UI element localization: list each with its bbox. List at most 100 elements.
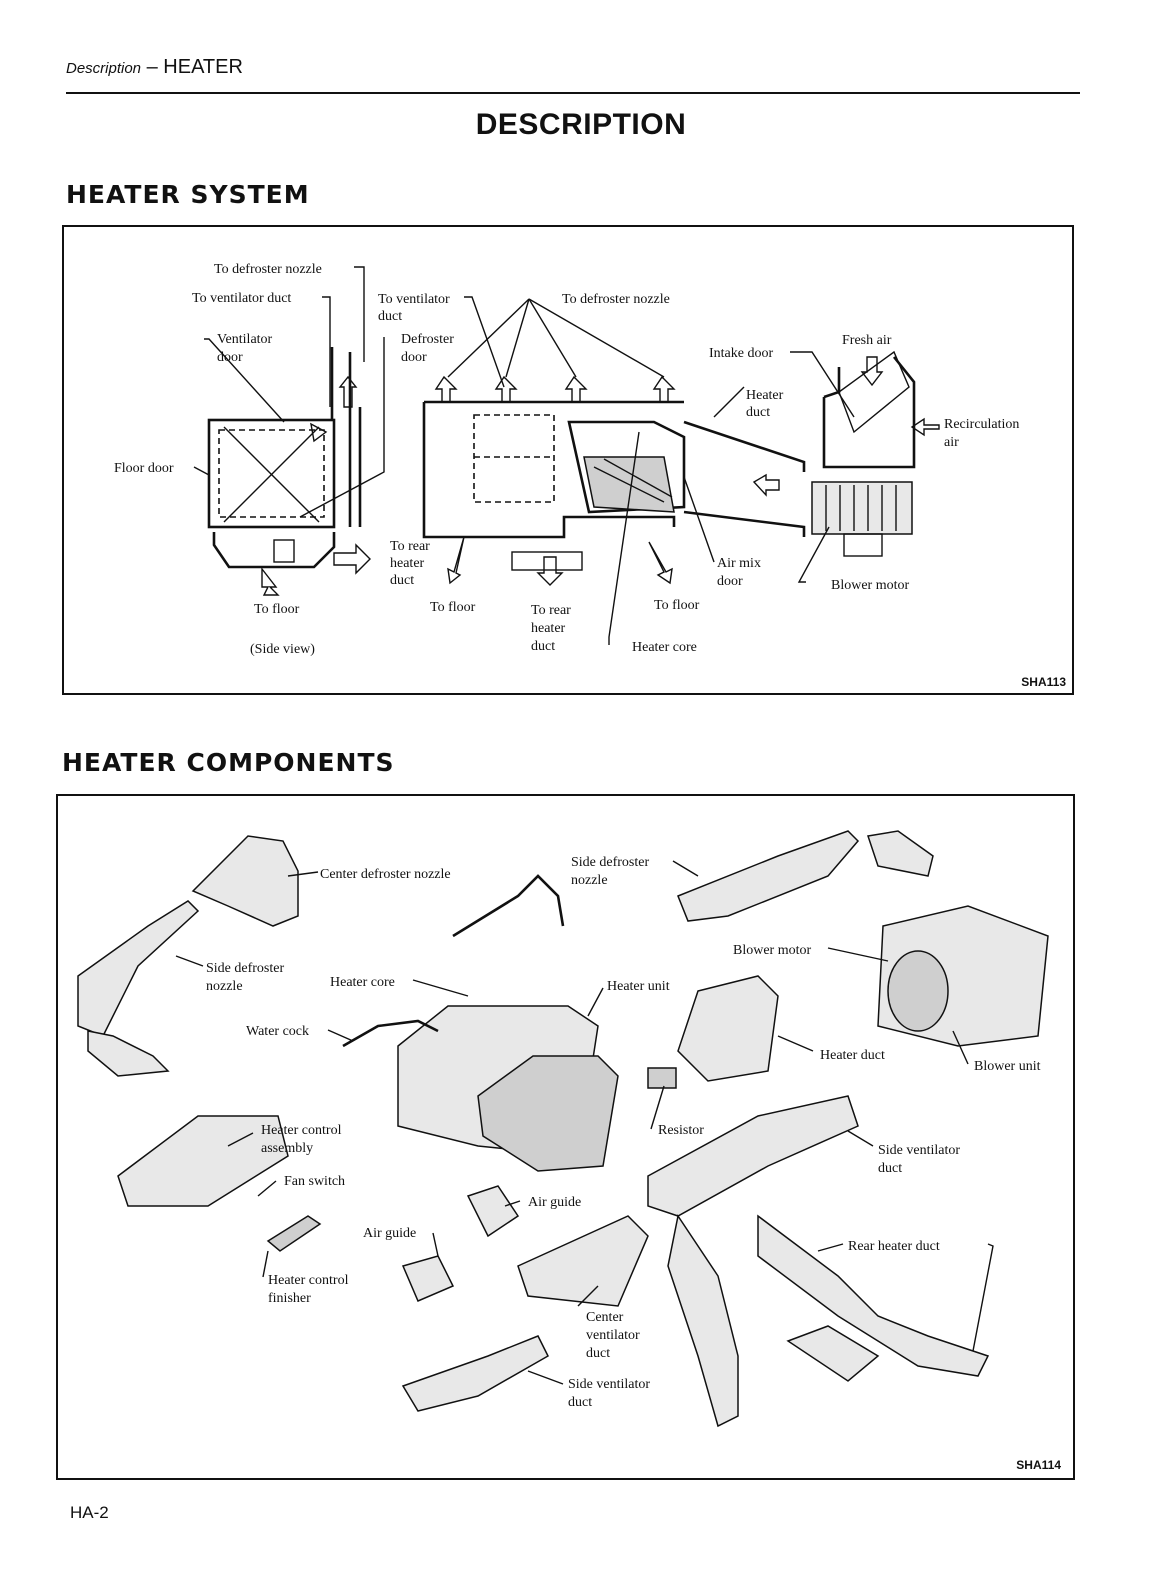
- label-to-ventilator-center-2: duct: [378, 309, 402, 324]
- label-defroster-door-1: Defroster: [401, 332, 454, 347]
- rear-heater-duct-shape: [757, 1214, 990, 1377]
- page-title: DESCRIPTION: [475, 108, 687, 141]
- heater-system-labels: To defroster nozzle To ventilator duct V…: [114, 262, 1019, 657]
- section-header-separator: –: [141, 56, 164, 78]
- small-nozzle-right-shape: [867, 830, 934, 877]
- label-to-rear-heater-duct-center-3: duct: [531, 639, 555, 654]
- label-heater-unit: Heater unit: [607, 979, 670, 994]
- heater-system-leaders: [193, 266, 855, 645]
- section-header: Description – HEATER: [66, 56, 243, 79]
- air-guide-upper-shape: [466, 1185, 520, 1238]
- label-to-floor-left: To floor: [254, 602, 300, 617]
- label-side-ventilator-duct-right-1: Side ventilator: [878, 1143, 960, 1158]
- component-shapes: [77, 830, 1049, 1428]
- heater-system-figure: To defroster nozzle To ventilator duct V…: [62, 225, 1074, 695]
- heater-system-title: HEATER SYSTEM: [66, 180, 310, 209]
- heater-unit-front-shape: [477, 1055, 619, 1172]
- center-ventilator-duct-shape: [517, 1215, 649, 1307]
- label-heater-duct-2: duct: [746, 405, 770, 420]
- side-ventilator-duct-right-shape: [647, 1095, 859, 1217]
- label-side-ventilator-duct-bottom-1: Side ventilator: [568, 1377, 650, 1392]
- label-air-guide-2: Air guide: [363, 1226, 416, 1241]
- rear-heater-duct-outlet-shape: [786, 1325, 880, 1382]
- header-rule: [66, 92, 1080, 94]
- label-to-rear-heater-duct-center-2: heater: [531, 621, 566, 636]
- label-to-floor-center: To floor: [430, 600, 476, 615]
- label-to-defroster-nozzle-center: To defroster nozzle: [562, 292, 670, 307]
- label-side-defroster-nozzle-right-2: nozzle: [571, 873, 608, 888]
- section-header-name: HEATER: [163, 56, 243, 78]
- label-heater-duct-1: Heater: [746, 388, 784, 403]
- label-ventilator-door-2: door: [217, 350, 243, 365]
- label-resistor: Resistor: [658, 1123, 704, 1138]
- label-center-ventilator-duct-1: Center: [586, 1310, 624, 1325]
- label-air-mix-door-2: door: [717, 574, 743, 589]
- center-defroster-nozzle-shape: [191, 835, 299, 927]
- label-ventilator-door-1: Ventilator: [217, 332, 273, 347]
- label-heater-control-assembly-2: assembly: [261, 1141, 313, 1156]
- label-blower-motor: Blower motor: [733, 943, 811, 958]
- label-recirculation-2: air: [944, 435, 959, 450]
- label-side-defroster-nozzle-left-2: nozzle: [206, 979, 243, 994]
- page-number: HA-2: [70, 1503, 109, 1522]
- label-heater-duct: Heater duct: [820, 1048, 885, 1063]
- label-blower-unit: Blower unit: [974, 1059, 1041, 1074]
- heater-system-diagram: To defroster nozzle To ventilator duct V…: [114, 262, 1019, 657]
- label-heater-core: Heater core: [632, 640, 697, 655]
- section-header-italic: Description: [66, 60, 142, 77]
- label-to-rear-heater-duct-left-3: duct: [390, 573, 414, 588]
- label-center-defroster-nozzle: Center defroster nozzle: [320, 867, 451, 882]
- label-rear-heater-duct: Rear heater duct: [848, 1239, 940, 1254]
- label-fresh-air: Fresh air: [842, 333, 892, 348]
- label-to-ventilator-duct-left: To ventilator duct: [192, 291, 291, 306]
- label-blower-motor: Blower motor: [831, 578, 909, 593]
- heater-components-title: HEATER COMPONENTS: [62, 748, 395, 777]
- resistor-shape: [647, 1067, 677, 1089]
- label-fan-switch: Fan switch: [284, 1174, 345, 1189]
- label-floor-door: Floor door: [114, 461, 174, 476]
- label-air-mix-door-1: Air mix: [717, 556, 761, 571]
- blower-unit-drawing: [811, 350, 940, 557]
- label-water-cock: Water cock: [246, 1024, 309, 1039]
- label-to-rear-heater-duct-left-2: heater: [390, 556, 425, 571]
- center-long-duct-shape: [667, 1214, 739, 1428]
- side-defroster-nozzle-left-shape: [77, 900, 200, 1037]
- label-to-rear-heater-duct-center-1: To rear: [531, 603, 571, 618]
- heater-control-assembly-shape: [117, 1115, 289, 1207]
- label-recirculation-1: Recirculation: [944, 417, 1019, 432]
- label-heater-control-assembly-1: Heater control: [261, 1123, 342, 1138]
- label-side-ventilator-duct-right-2: duct: [878, 1161, 902, 1176]
- heater-components-leaders: [175, 860, 994, 1385]
- label-side-defroster-nozzle-left-1: Side defroster: [206, 961, 284, 976]
- heater-control-finisher-shape: [266, 1215, 322, 1252]
- small-duct-left-shape: [87, 1030, 170, 1077]
- label-heater-control-finisher-1: Heater control: [268, 1273, 349, 1288]
- label-to-defroster-nozzle-left: To defroster nozzle: [214, 262, 322, 277]
- label-to-rear-heater-duct-left-1: To rear: [390, 539, 430, 554]
- label-air-guide-1: Air guide: [528, 1195, 581, 1210]
- label-side-defroster-nozzle-right-1: Side defroster: [571, 855, 649, 870]
- center-unit-drawing: [422, 375, 806, 586]
- heater-hose-shape: [452, 874, 565, 938]
- blower-motor-shape: [887, 950, 949, 1032]
- heater-system-figure-code: SHA113: [1021, 675, 1066, 689]
- heater-components-figure-code: SHA114: [1016, 1458, 1061, 1472]
- label-side-view: (Side view): [250, 642, 315, 657]
- heater-duct-shape: [677, 975, 779, 1082]
- label-defroster-door-2: door: [401, 350, 427, 365]
- heater-components-labels: Center defroster nozzle Side defroster n…: [206, 855, 1041, 1410]
- label-center-ventilator-duct-2: ventilator: [586, 1328, 640, 1343]
- heater-components-figure: Center defroster nozzle Side defroster n…: [56, 794, 1075, 1480]
- left-unit-drawing: [207, 347, 371, 596]
- heater-components-diagram: Center defroster nozzle Side defroster n…: [77, 830, 1049, 1428]
- label-heater-control-finisher-2: finisher: [268, 1291, 311, 1306]
- side-ventilator-duct-bottom-shape: [401, 1335, 549, 1412]
- label-intake-door: Intake door: [709, 346, 773, 361]
- label-heater-core: Heater core: [330, 975, 395, 990]
- water-cock-pipe-shape: [342, 1019, 439, 1048]
- side-defroster-nozzle-right-shape: [677, 830, 860, 922]
- label-side-ventilator-duct-bottom-2: duct: [568, 1395, 592, 1410]
- label-to-floor-right: To floor: [654, 598, 700, 613]
- label-center-ventilator-duct-3: duct: [586, 1346, 610, 1361]
- air-guide-lower-shape: [401, 1255, 455, 1302]
